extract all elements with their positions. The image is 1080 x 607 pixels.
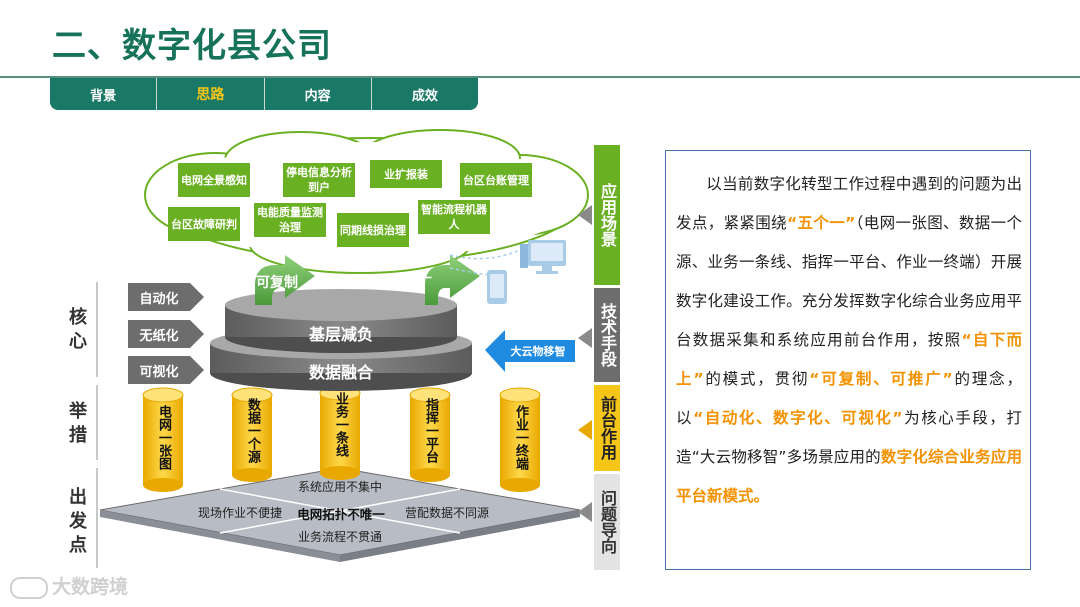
desc-text-2: （电网一张图、数据一个源、业务一条线、指挥一平台、作业一终端）开展数字化建设工作… bbox=[676, 214, 1022, 349]
layer-top-disc bbox=[225, 289, 457, 353]
watermark: 大数跨境 bbox=[10, 572, 128, 599]
pillar-label-3: 业务一条线 bbox=[333, 392, 348, 457]
side-label-core: 核心 bbox=[69, 307, 87, 352]
core-button-paperless[interactable]: 无纸化 bbox=[128, 320, 204, 352]
base-text-data-source: 营配数据不同源 bbox=[404, 506, 489, 520]
pillar-5 bbox=[499, 387, 541, 492]
base-text-process: 业务流程不贯通 bbox=[297, 530, 382, 544]
pillar-label-2: 数据一个源 bbox=[245, 398, 260, 463]
pillar-label-4: 指挥一平台 bbox=[423, 398, 438, 463]
desc-text-5: 为核心手段，打造“大云物移智”多场景应用的 bbox=[676, 409, 1022, 466]
watermark-logo-icon bbox=[10, 576, 48, 599]
desc-highlight-model: 数字化综合业务应用平台新模式。 bbox=[676, 448, 1022, 505]
description-panel: 以当前数字化转型工作过程中遇到的问题为出发点，紧紧围绕“五个一”（电网一张图、数… bbox=[665, 150, 1031, 570]
desc-text-4: 的理念，以 bbox=[676, 370, 1022, 427]
desc-text-1: 以当前数字化转型工作过程中遇到的问题为出发点，紧紧围绕 bbox=[676, 175, 1022, 232]
block-problem-oriented: 问题导向 bbox=[594, 474, 620, 570]
base-platform bbox=[99, 467, 581, 562]
core-button-paperless-label: 无纸化 bbox=[139, 329, 179, 344]
scenario-outage-analysis[interactable]: 停电信息分析到户 bbox=[283, 163, 355, 197]
core-button-visualization-label: 可视化 bbox=[139, 365, 179, 380]
scenario-area-ledger[interactable]: 台区台账管理 bbox=[460, 163, 532, 197]
arrow-left-1 bbox=[578, 205, 592, 225]
core-button-visualization[interactable]: 可视化 bbox=[128, 356, 204, 388]
scenario-line-loss[interactable]: 同期线损治理 bbox=[337, 213, 409, 247]
phone-icon bbox=[487, 270, 507, 304]
side-label-measures: 举措 bbox=[69, 401, 87, 446]
core-bracket bbox=[96, 282, 98, 377]
desc-highlight-five: “五个一” bbox=[787, 214, 856, 232]
arrow-label-replicable: 可复制 bbox=[256, 275, 298, 291]
scenario-power-quality[interactable]: 电能质量监测治理 bbox=[254, 203, 326, 237]
pillar-1 bbox=[142, 387, 184, 492]
side-label-start: 出发点 bbox=[69, 487, 87, 556]
arrow-left-4 bbox=[578, 502, 592, 522]
tab-results[interactable]: 成效 bbox=[411, 88, 438, 104]
block-application-scenario: 应用场景 bbox=[594, 145, 620, 285]
pillar-4 bbox=[409, 387, 451, 482]
monitor-icon bbox=[520, 240, 566, 274]
measures-bracket bbox=[96, 385, 98, 460]
core-button-automation[interactable]: 自动化 bbox=[128, 283, 204, 315]
pillar-2 bbox=[231, 387, 273, 482]
desc-highlight-core: “自动化、数字化、可视化” bbox=[693, 409, 903, 427]
block-tech-means: 技术手段 bbox=[594, 288, 620, 382]
base-text-system: 系统应用不集中 bbox=[297, 480, 382, 494]
scenario-process-robot[interactable]: 智能流程机器人 bbox=[418, 200, 490, 234]
tab-bar: 背景 思路 内容 成效 bbox=[50, 78, 478, 110]
desc-text-3: 的模式，贯彻 bbox=[703, 370, 810, 388]
tab-background[interactable]: 背景 bbox=[50, 78, 158, 110]
arrow-up-left bbox=[255, 255, 315, 305]
arrow-left-3 bbox=[578, 420, 592, 440]
core-button-automation-label: 自动化 bbox=[139, 292, 179, 307]
arrow-label-promotable: 可推广 bbox=[390, 275, 432, 291]
tech-arrow bbox=[485, 330, 575, 372]
arrow-left-2 bbox=[578, 328, 592, 348]
scenario-fault-diagnosis[interactable]: 台区故障研判 bbox=[168, 207, 240, 241]
base-text-topology: 电网拓扑不唯一 bbox=[297, 507, 385, 522]
tech-arrow-label: 大云物移智 bbox=[510, 345, 566, 358]
block-front-role: 前台作用 bbox=[594, 385, 620, 471]
scenario-service-application[interactable]: 业扩报装 bbox=[370, 160, 442, 188]
tab-approach[interactable]: 思路 bbox=[157, 78, 265, 110]
title-divider bbox=[0, 76, 1080, 78]
layer-label-fusion: 数据融合 bbox=[308, 363, 373, 382]
pillar-3 bbox=[319, 385, 361, 480]
page-title: 二、数字化县公司 bbox=[52, 26, 332, 66]
layer-label-burden: 基层减负 bbox=[308, 325, 373, 344]
tab-content[interactable]: 内容 bbox=[265, 78, 372, 110]
desc-highlight-bottom-up: “自下而上” bbox=[676, 331, 1022, 388]
start-bracket bbox=[96, 468, 98, 568]
watermark-text: 大数跨境 bbox=[52, 576, 129, 598]
pillar-label-1: 电网一张图 bbox=[156, 405, 171, 470]
arrow-up-right bbox=[425, 255, 480, 305]
desc-highlight-replicable: “可复制、可推广” bbox=[809, 370, 953, 388]
base-text-fieldwork: 现场作业不便捷 bbox=[197, 506, 282, 520]
scenario-grid-panorama[interactable]: 电网全景感知 bbox=[178, 163, 250, 197]
pillar-label-5: 作业一终端 bbox=[513, 405, 528, 470]
